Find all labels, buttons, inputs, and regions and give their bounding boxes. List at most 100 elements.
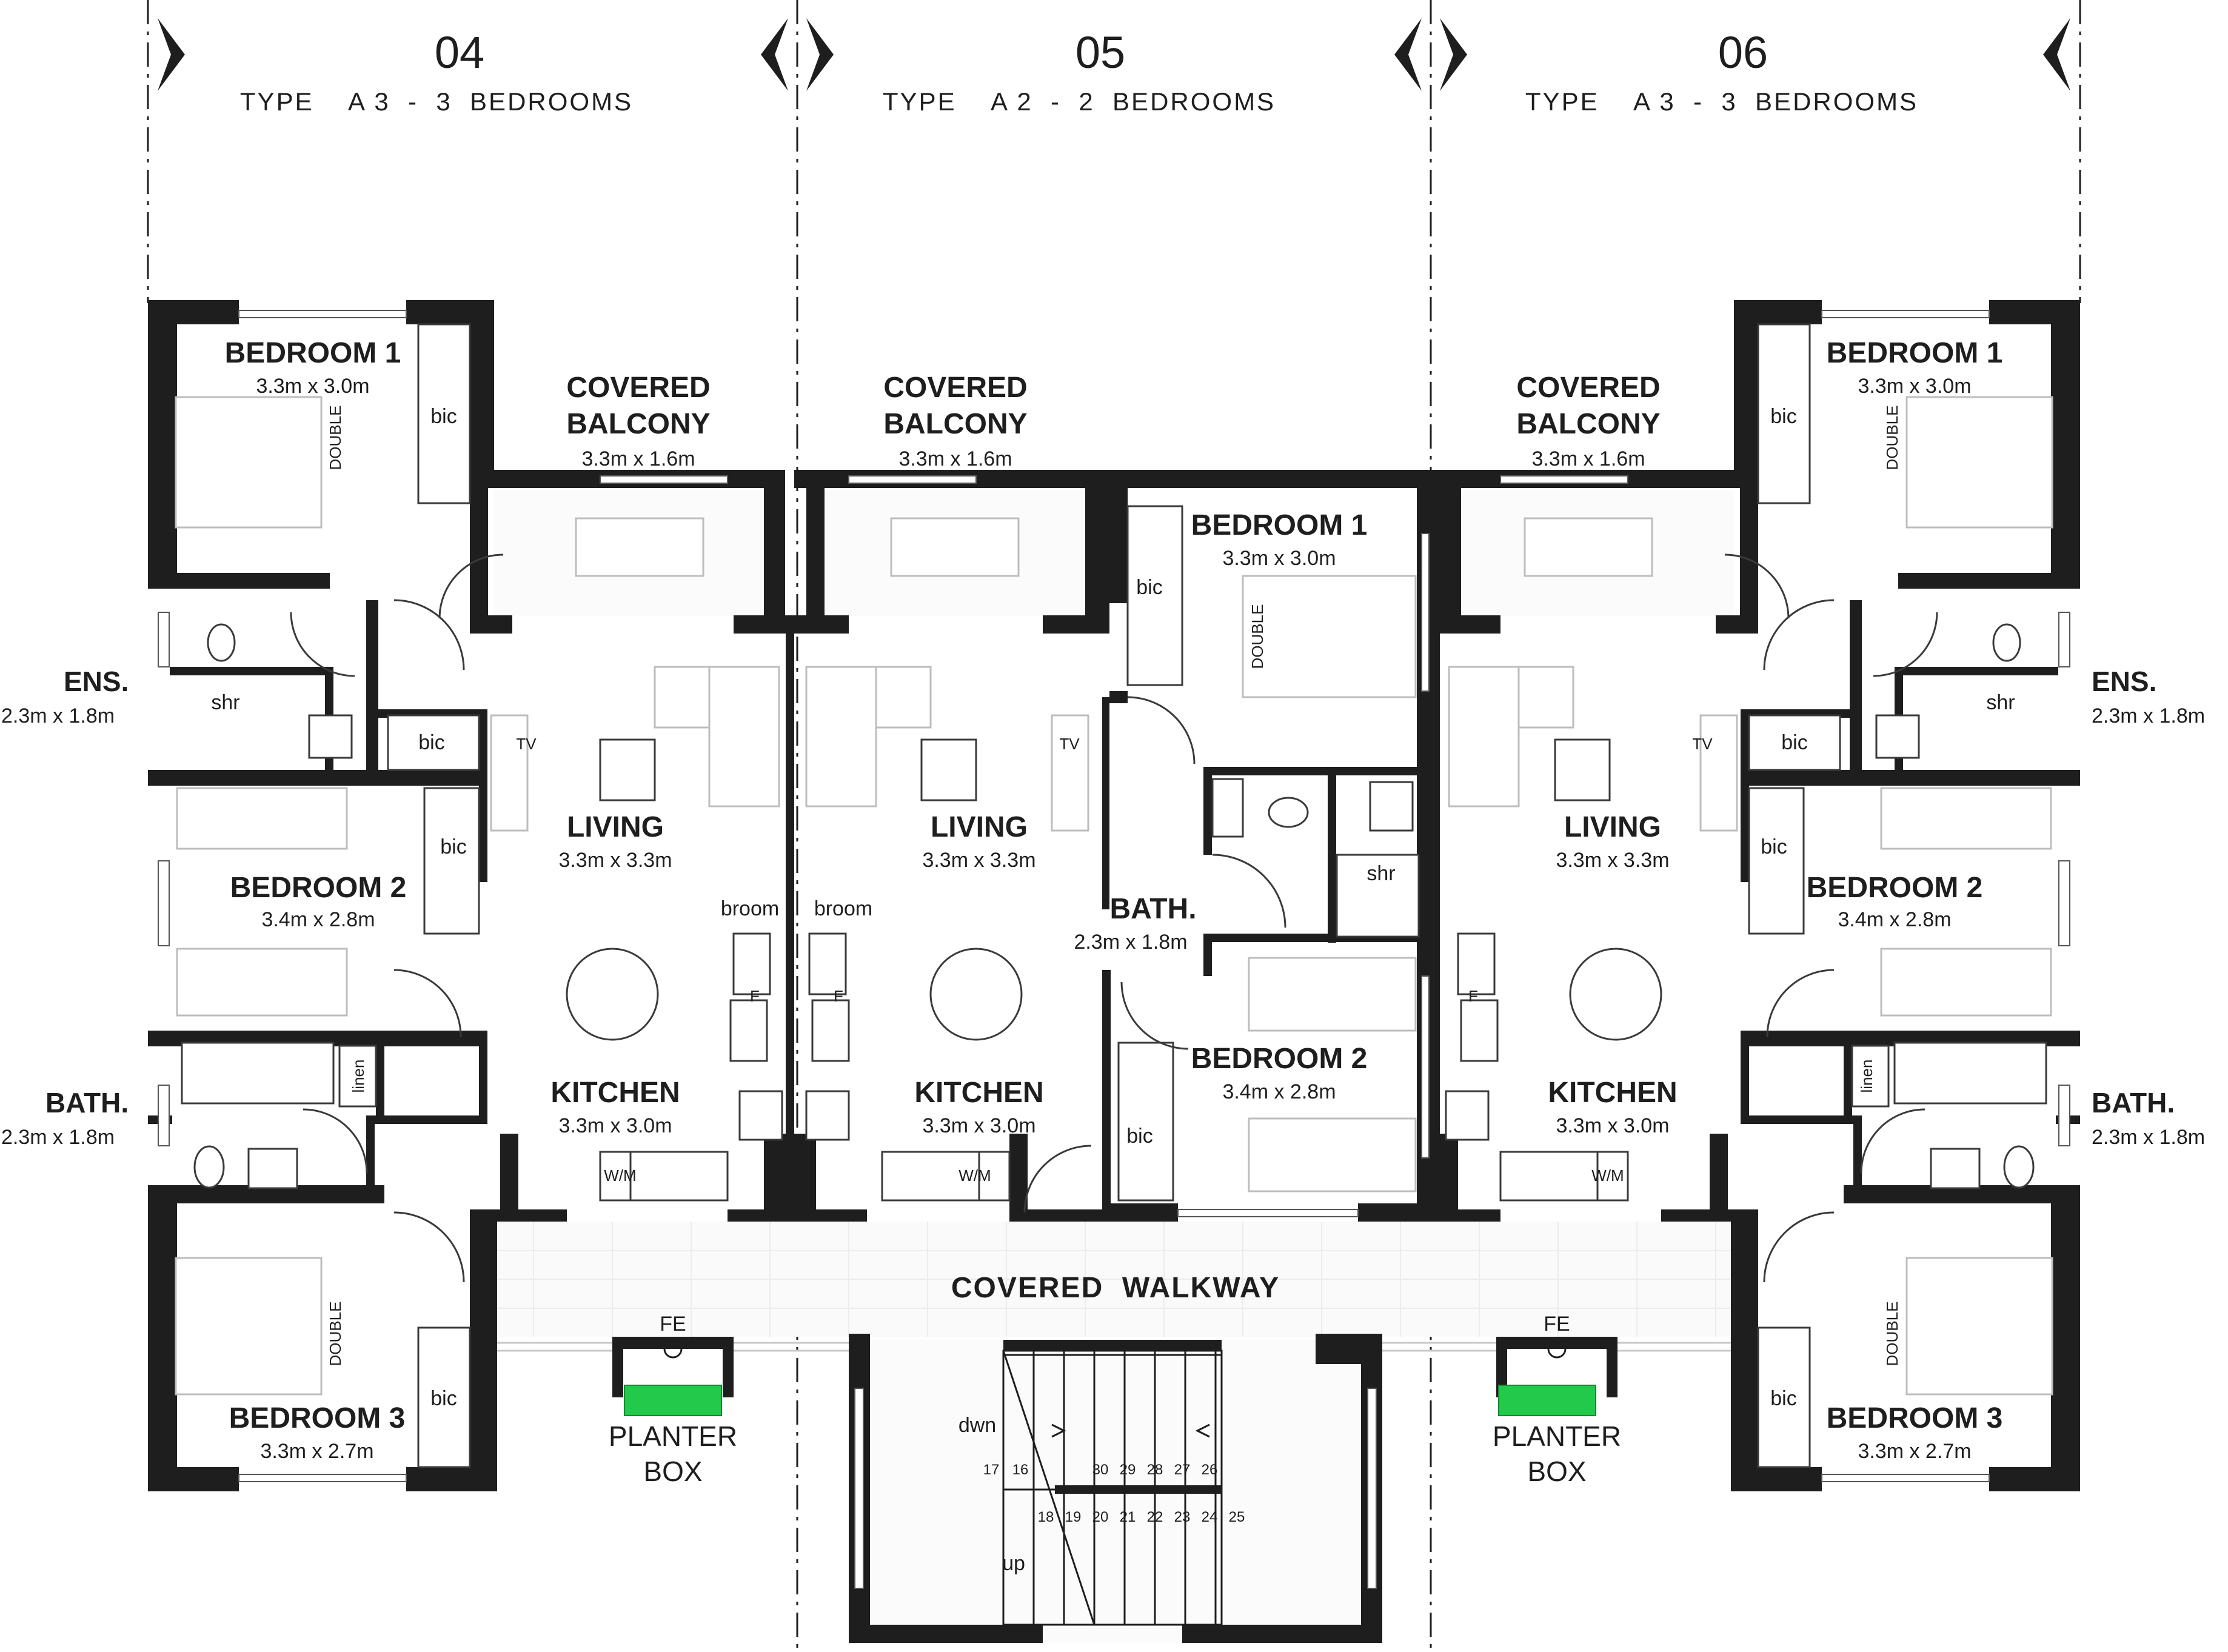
u5-bic-1: bic: [1136, 576, 1162, 599]
u6-bic-2: bic: [1781, 731, 1807, 754]
u5-tv: TV: [1059, 735, 1080, 753]
unit-04-fixtures: [175, 323, 783, 1468]
unit-05-type: TYPE A 2 - 2 BEDROOMS: [883, 87, 1276, 116]
u4-balcony-label1: COVERED: [566, 372, 710, 404]
u5-washing-machine: W/M: [958, 1166, 991, 1185]
u6-bic-4: bic: [1770, 1387, 1796, 1410]
u4-kitchen-label: KITCHEN: [550, 1077, 680, 1109]
u4-bath-label: BATH.: [45, 1087, 129, 1119]
u5-bic-2: bic: [1126, 1125, 1152, 1148]
u6-bic-3: bic: [1761, 835, 1787, 858]
stair-number: 26: [1202, 1462, 1218, 1478]
u4-washing-machine: W/M: [604, 1166, 636, 1185]
planter-right-label1: PLANTER: [1493, 1420, 1621, 1452]
u5-bedroom1-dim: 3.3m x 3.0m: [1222, 547, 1336, 570]
u4-bic-3: bic: [440, 835, 466, 858]
stair-number: 27: [1174, 1462, 1191, 1478]
u4-tv: TV: [516, 735, 537, 753]
unit-06-number: 06: [1718, 27, 1768, 78]
u4-living-label: LIVING: [567, 811, 664, 843]
u6-bedroom1-label: BEDROOM 1: [1827, 337, 2003, 369]
u4-bath-dim: 2.3m x 1.8m: [1, 1126, 115, 1149]
u6-balcony-label1: COVERED: [1516, 372, 1660, 404]
u5-bedroom2-dim: 3.4m x 2.8m: [1222, 1080, 1336, 1103]
walkway-floor: [494, 1222, 1737, 1643]
stairwell: [849, 1334, 1382, 1643]
stair-number: 20: [1092, 1509, 1109, 1525]
u6-living-label: LIVING: [1564, 811, 1661, 843]
u6-linen: linen: [1858, 1060, 1876, 1093]
u6-bedroom3-label: BEDROOM 3: [1827, 1402, 2003, 1434]
stair-number: 23: [1174, 1509, 1191, 1525]
u5-broom: broom: [814, 897, 872, 920]
u6-bath-dim: 2.3m x 1.8m: [2092, 1126, 2205, 1149]
stair-number: 25: [1229, 1509, 1245, 1525]
unit-05-windows: [848, 475, 1430, 1217]
stair-number: 18: [1038, 1509, 1054, 1525]
u4-broom: broom: [721, 897, 779, 920]
unit-05-number: 05: [1076, 27, 1125, 78]
u4-ensuite-dim: 2.3m x 1.8m: [1, 704, 115, 727]
u6-fridge: F: [1468, 987, 1478, 1005]
u5-balcony-dim: 3.3m x 1.6m: [898, 447, 1012, 470]
stair-down-label: dwn: [958, 1414, 996, 1437]
u5-fridge: F: [834, 987, 843, 1005]
u6-washing-machine: W/M: [1591, 1166, 1624, 1185]
stair-number: 22: [1147, 1509, 1163, 1525]
u6-living-dim: 3.3m x 3.3m: [1556, 849, 1669, 872]
unit-05-fixtures: [805, 505, 1420, 1213]
u5-bed1-double: DOUBLE: [1248, 604, 1266, 669]
u4-bedroom1-label: BEDROOM 1: [225, 337, 401, 369]
fire-extinguisher-right: FE: [1544, 1313, 1570, 1336]
u5-living-label: LIVING: [931, 811, 1028, 843]
u5-living-dim: 3.3m x 3.3m: [922, 849, 1035, 872]
u6-kitchen-dim: 3.3m x 3.0m: [1556, 1114, 1669, 1137]
stair-number: 17: [983, 1462, 1000, 1478]
u6-bath-label: BATH.: [2092, 1087, 2175, 1119]
u4-bic-4: bic: [430, 1387, 457, 1410]
u4-linen: linen: [349, 1060, 367, 1093]
u4-bed1-double: DOUBLE: [326, 406, 344, 470]
unit-04-type: TYPE A 3 - 3 BEDROOMS: [240, 87, 633, 116]
u6-shower: shr: [1986, 691, 2015, 714]
u4-fridge: F: [750, 987, 760, 1005]
unit-04-windows: [158, 310, 728, 1482]
stair-number: 28: [1147, 1462, 1163, 1478]
planter-left-label1: PLANTER: [609, 1420, 737, 1452]
u6-tv: TV: [1692, 735, 1713, 753]
u4-bic-1: bic: [430, 405, 457, 428]
u6-balcony-label2: BALCONY: [1516, 408, 1660, 440]
u6-bedroom2-dim: 3.4m x 2.8m: [1838, 908, 1951, 931]
u6-balcony-dim: 3.3m x 1.6m: [1531, 447, 1645, 470]
stair-number: 16: [1012, 1462, 1029, 1478]
u4-bedroom3-dim: 3.3m x 2.7m: [260, 1440, 373, 1463]
u5-balcony-label1: COVERED: [883, 372, 1027, 404]
u5-bedroom1-label: BEDROOM 1: [1191, 509, 1368, 541]
u6-bic-1: bic: [1770, 405, 1796, 428]
u5-shower: shr: [1367, 862, 1395, 885]
u4-bed3-double: DOUBLE: [326, 1302, 344, 1366]
stair-up-label: up: [1002, 1552, 1025, 1575]
u4-bedroom3-label: BEDROOM 3: [229, 1402, 406, 1434]
u6-ensuite-dim: 2.3m x 1.8m: [2092, 704, 2205, 727]
unit-06-walls: [1440, 300, 2080, 1491]
u4-ensuite-label: ENS.: [64, 666, 129, 697]
u4-bic-2: bic: [418, 731, 444, 754]
u4-kitchen-dim: 3.3m x 3.0m: [558, 1114, 672, 1137]
u5-bath-dim: 2.3m x 1.8m: [1074, 931, 1187, 954]
u4-balcony-dim: 3.3m x 1.6m: [581, 447, 695, 470]
u5-bedroom2-label: BEDROOM 2: [1191, 1043, 1368, 1075]
u4-living-dim: 3.3m x 3.3m: [558, 849, 672, 872]
u6-bedroom1-dim: 3.3m x 3.0m: [1858, 375, 1971, 398]
stair-number: 19: [1065, 1509, 1082, 1525]
u5-kitchen-label: KITCHEN: [914, 1077, 1043, 1109]
u4-bedroom1-dim: 3.3m x 3.0m: [256, 375, 369, 398]
u6-bedroom2-label: BEDROOM 2: [1807, 872, 1983, 904]
planter-right-label2: BOX: [1527, 1456, 1586, 1487]
walkway-label: COVERED WALKWAY: [951, 1272, 1280, 1304]
unit-06-fixtures: [1445, 323, 2053, 1468]
planter-box-right: [1496, 1337, 1617, 1416]
planter-left-label2: BOX: [643, 1456, 702, 1487]
section-arrows: [158, 18, 2070, 91]
stair-number: 21: [1120, 1509, 1136, 1525]
